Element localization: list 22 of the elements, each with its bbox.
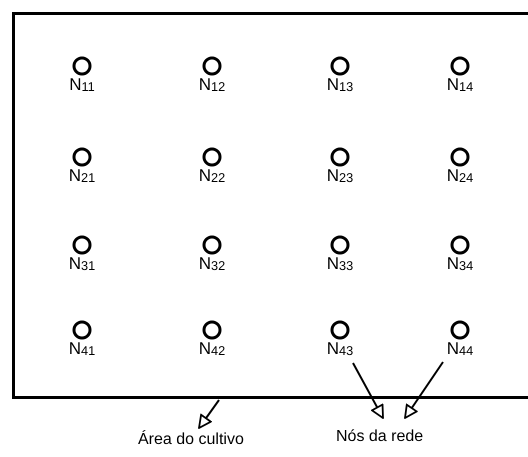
node-label: N$_{13}$ [326, 76, 354, 94]
area-border [12, 12, 528, 399]
leader-arrow [404, 361, 444, 419]
node-label: N$_{41}$ [68, 340, 96, 358]
leader-arrow [198, 399, 220, 429]
node-label: N$_{14}$ [446, 76, 474, 94]
leader-arrow [352, 362, 384, 419]
node-label: N$_{22}$ [198, 167, 226, 185]
node-label: N$_{21}$ [68, 167, 96, 185]
node-label: N$_{11}$ [69, 76, 95, 94]
node-label: N$_{42}$ [198, 340, 226, 358]
node-label: N$_{32}$ [198, 255, 226, 273]
callout-label: Área do cultivo [138, 431, 244, 448]
node-label: N$_{44}$ [446, 340, 474, 358]
node-label: N$_{31}$ [68, 255, 96, 273]
node-label: N$_{23}$ [326, 167, 354, 185]
node-label: N$_{34}$ [446, 255, 474, 273]
node-label: N$_{43}$ [326, 340, 354, 358]
node-label: N$_{33}$ [326, 255, 354, 273]
callout-label: Nós da rede [336, 428, 424, 445]
node-label: N$_{12}$ [198, 76, 226, 94]
node-label: N$_{24}$ [446, 167, 474, 185]
